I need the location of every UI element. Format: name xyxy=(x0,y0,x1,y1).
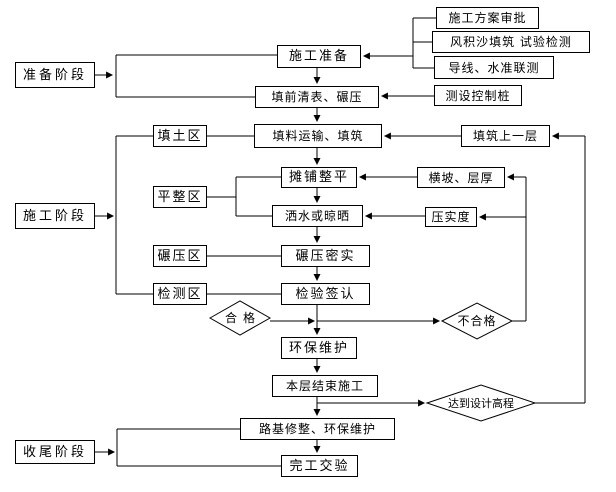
prep-stage-bracket xyxy=(95,54,277,98)
node-traverse-level-survey: 导线、水准联测 xyxy=(434,56,554,79)
node-fill-zone: 填土区 xyxy=(153,125,207,147)
zone-connectors xyxy=(207,135,281,295)
qualified-label: 合格 xyxy=(224,311,261,325)
feedback-loops xyxy=(358,132,586,404)
node-leveling-zone: 平整区 xyxy=(153,186,207,208)
unqualified-diamond xyxy=(440,302,514,340)
decision-branches xyxy=(270,317,441,407)
node-construction-stage: 施工阶段 xyxy=(15,203,95,229)
node-rolling-compaction: 碾压密实 xyxy=(281,245,370,267)
node-env-maintenance: 环保维护 xyxy=(281,337,357,359)
node-sand-fill-test: 风积沙填筑 试验检测 xyxy=(432,31,590,53)
node-completion-handover: 完工交验 xyxy=(281,455,358,477)
design-elevation-label: 达到设计高程 xyxy=(448,396,514,410)
qualified-diamond xyxy=(208,300,272,336)
construction-stage-bracket xyxy=(95,135,153,295)
node-spreading-leveling: 摊铺整平 xyxy=(281,167,357,188)
node-closeout-stage: 收尾阶段 xyxy=(15,440,95,464)
node-watering-or-drying: 洒水或晾晒 xyxy=(272,205,363,227)
closeout-stage-bracket xyxy=(95,428,281,467)
node-material-transport-filling: 填料运输、填筑 xyxy=(254,124,382,148)
node-inspection-signoff: 检验签认 xyxy=(281,283,370,305)
node-subgrade-trim-env: 路基修整、环保维护 xyxy=(240,418,395,440)
node-plan-approval: 施工方案审批 xyxy=(436,7,539,29)
node-prep-stage: 准备阶段 xyxy=(15,62,95,88)
design-elevation-diamond xyxy=(425,384,537,422)
decision-diamonds xyxy=(208,300,537,422)
node-control-stakes: 测设控制桩 xyxy=(434,85,522,106)
node-testing-zone: 检测区 xyxy=(153,283,207,305)
node-layer-construction-end: 本层结束施工 xyxy=(272,375,378,397)
prep-inputs-bracket xyxy=(362,17,436,100)
node-fill-next-layer: 填筑上一层 xyxy=(461,125,550,147)
node-cross-slope-thickness: 横坡、层厚 xyxy=(417,167,505,188)
node-pre-fill-clearing: 填前清表、碾压 xyxy=(255,86,379,108)
node-compaction-degree: 压实度 xyxy=(425,207,477,227)
unqualified-label: 不合格 xyxy=(457,314,497,328)
node-construction-prep: 施工准备 xyxy=(277,45,361,68)
node-rolling-zone: 碾压区 xyxy=(153,245,207,267)
